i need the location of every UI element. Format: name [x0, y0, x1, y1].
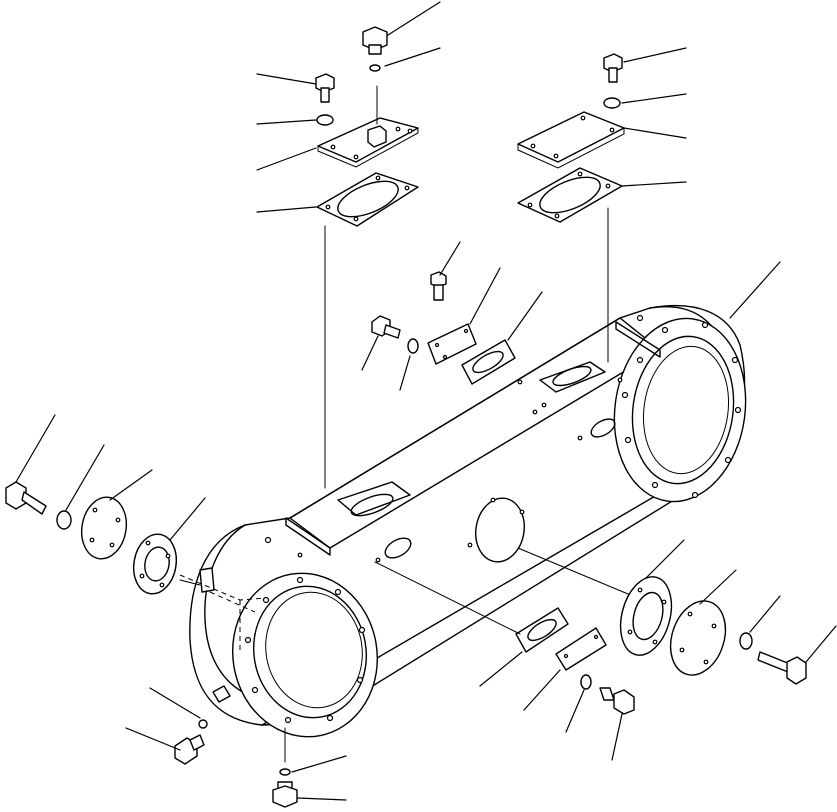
- leader: [440, 242, 460, 275]
- leader: [470, 268, 500, 324]
- leader: [508, 292, 542, 340]
- right-part-stack: [612, 571, 806, 684]
- leader: [257, 74, 316, 84]
- plug-o-ring: [370, 65, 380, 71]
- leader: [700, 570, 736, 604]
- leader: [730, 262, 780, 318]
- top-port-left: [338, 482, 410, 515]
- front-port-slot-left: [382, 534, 414, 562]
- leader: [126, 728, 180, 750]
- leader: [257, 148, 316, 170]
- leader: [622, 94, 686, 103]
- leader: [257, 207, 316, 212]
- front-port-slot-right: [588, 415, 618, 440]
- top-pad-left: [286, 518, 330, 555]
- right-bore-flange: [603, 310, 757, 510]
- leader: [257, 120, 316, 124]
- leader: [388, 2, 440, 35]
- leader: [292, 756, 346, 772]
- drain-o-ring-bottom: [280, 769, 290, 775]
- leader: [150, 688, 200, 718]
- small-gasket-front: [516, 608, 568, 652]
- leader: [624, 48, 686, 62]
- end-cover-left: [77, 494, 131, 563]
- middle-part-stack: [372, 272, 515, 384]
- cover-bolt-left: [316, 74, 334, 102]
- drain-plug-bottom: [273, 782, 297, 807]
- leader: [385, 48, 440, 66]
- drain-boss: [213, 686, 230, 702]
- gasket-left: [317, 173, 418, 226]
- leader: [110, 470, 152, 500]
- breather-plug: [363, 27, 387, 54]
- leader: [624, 128, 686, 138]
- leader: [170, 498, 205, 540]
- leader: [66, 445, 104, 510]
- housing-left-rim: [205, 525, 262, 700]
- front-port-center: [471, 494, 529, 565]
- leader: [400, 356, 410, 390]
- leader: [298, 798, 346, 800]
- gasket-right: [518, 168, 622, 222]
- top-pad-right: [616, 322, 660, 357]
- washer-left: [317, 115, 333, 125]
- cover-bolt-right: [604, 54, 622, 82]
- bearing-bolt-right: [758, 652, 806, 684]
- cover-plate-right: [518, 112, 624, 162]
- leader: [750, 596, 780, 632]
- end-cover-right: [662, 594, 735, 682]
- leader: [524, 670, 560, 710]
- leader-lines: [16, 2, 836, 800]
- drain-o-ring-left: [199, 720, 207, 728]
- bottom-part-stack: [175, 720, 297, 807]
- washer-front: [581, 675, 591, 689]
- bearing-retainer-left: [129, 531, 181, 597]
- small-cover-mid: [428, 324, 476, 364]
- front-face-ports: [376, 415, 618, 565]
- leader: [480, 652, 522, 686]
- bearing-bolt-left: [6, 482, 46, 514]
- leader: [622, 182, 686, 186]
- leader: [566, 690, 584, 732]
- top-left-part-stack: [316, 27, 418, 226]
- left-end-boss: [180, 568, 265, 650]
- leader: [612, 714, 622, 760]
- small-cover-front: [556, 628, 606, 670]
- washer-far-right: [740, 633, 752, 649]
- drain-plug-left: [175, 735, 204, 764]
- housing-side-line: [330, 350, 660, 548]
- washer-far-left: [57, 511, 71, 529]
- washer-mid: [408, 339, 418, 353]
- washer-right: [604, 98, 620, 108]
- leader: [362, 336, 378, 370]
- leader: [646, 540, 684, 578]
- alignment-lines: [180, 86, 628, 762]
- left-bore-flange: [220, 562, 390, 749]
- small-bolt-mid-left: [372, 316, 400, 338]
- cover-boss: [368, 126, 386, 147]
- small-gasket-mid: [462, 340, 515, 384]
- small-bolt-front: [600, 688, 634, 714]
- front-lower-part-stack: [516, 608, 634, 714]
- top-face-ports: [266, 316, 661, 557]
- leader: [806, 626, 836, 662]
- leader: [16, 415, 55, 482]
- small-bolt-mid-top: [431, 272, 446, 300]
- left-part-stack: [6, 482, 181, 597]
- top-right-part-stack: [518, 54, 624, 222]
- bearing-retainer-right: [612, 571, 679, 661]
